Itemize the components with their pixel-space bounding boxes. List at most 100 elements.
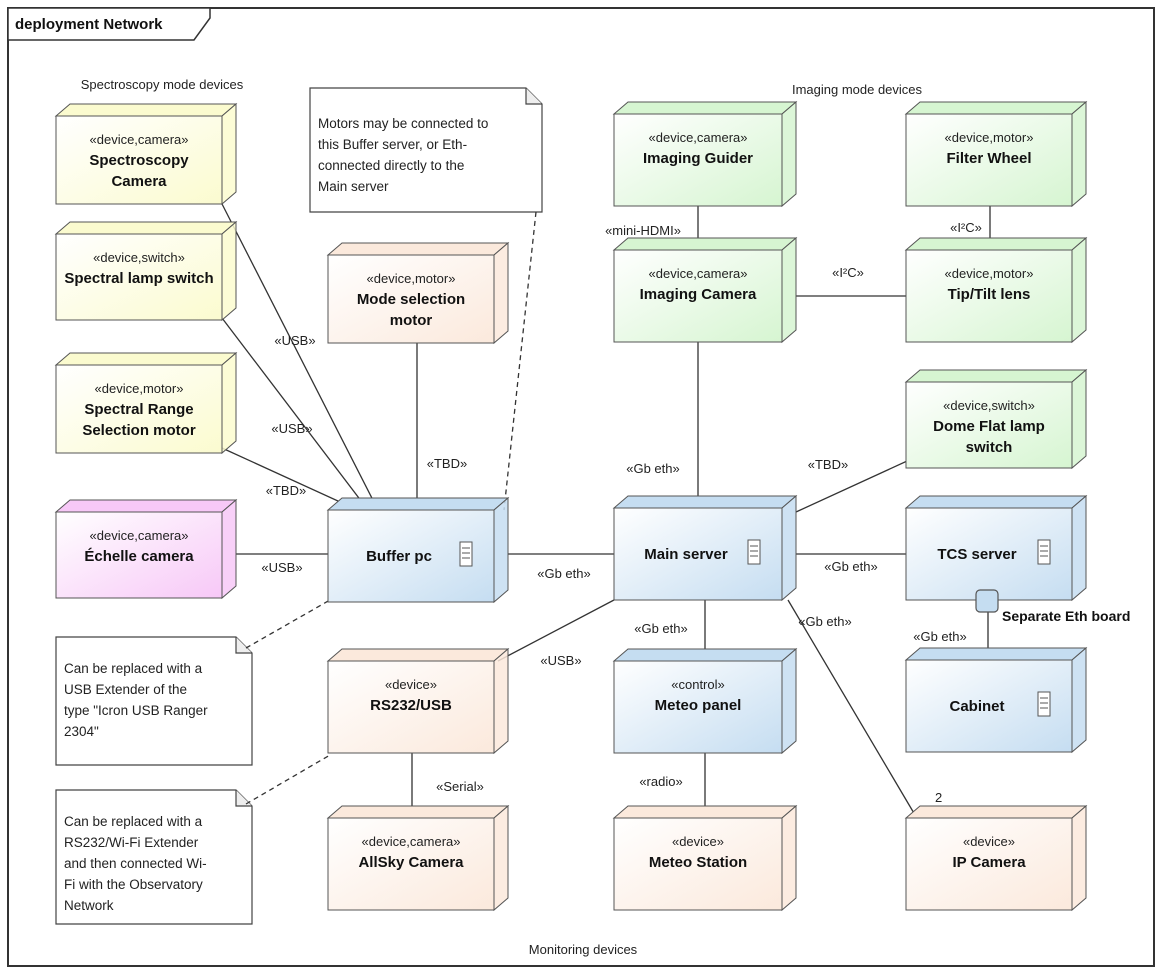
connector-label-eth-board-cabinet: «Gb eth» — [913, 629, 967, 644]
node-meteo-station[interactable]: «device» Meteo Station — [612, 804, 798, 912]
eth-board-port[interactable] — [975, 589, 999, 613]
node-name: Meteo Station — [649, 854, 747, 871]
node-side-face — [781, 804, 797, 912]
note-body — [55, 789, 253, 925]
node-side-face — [781, 100, 797, 208]
connector-label-main-ip-camera: «Gb eth» — [798, 614, 852, 629]
node-top-face — [54, 103, 238, 117]
diagram-title: deployment Network — [15, 16, 163, 33]
region-label-imaging: Imaging mode devices — [792, 82, 923, 97]
node-front-face — [905, 249, 1073, 343]
node-front-face — [327, 254, 495, 344]
node-name: Spectral lamp switch — [64, 270, 213, 287]
connector-label-main-meteo-panel: «Gb eth» — [634, 621, 688, 636]
node-stereotype: «device,motor» — [95, 381, 184, 396]
node-name: switch — [966, 439, 1013, 456]
node-imaging-camera[interactable]: «device,camera»Imaging Camera — [612, 236, 798, 344]
node-side-face — [1071, 236, 1087, 344]
node-stereotype: «device,motor» — [367, 271, 456, 286]
node-top-face — [904, 805, 1088, 819]
node-front-face — [55, 115, 223, 205]
node-side-face — [781, 494, 797, 602]
node-name: IP Camera — [952, 854, 1026, 871]
node-name: Spectral Range — [84, 401, 193, 418]
node-stereotype: «device,camera» — [362, 834, 461, 849]
node-top-face — [326, 648, 510, 662]
node-stereotype: «device» — [672, 834, 724, 849]
node-stereotype: «control» — [671, 677, 724, 692]
node-spectral-lamp-switch[interactable]: «device,switch»Spectral lamp switch — [54, 220, 238, 322]
note-anchor-wifi-extender-note — [245, 754, 331, 805]
node-name: Dome Flat lamp — [933, 418, 1045, 435]
note-line: USB Extender of the — [64, 682, 187, 697]
node-meteo-panel[interactable]: «control»Meteo panel — [612, 647, 798, 755]
node-buffer-pc[interactable]: Buffer pc — [326, 496, 510, 604]
node-stereotype: «device,camera» — [90, 132, 189, 147]
connector-dome-main[interactable] — [795, 455, 919, 513]
node-top-face — [612, 805, 798, 819]
node-allsky-camera[interactable]: «device,camera»AllSky Camera — [326, 804, 510, 912]
node-name: Selection motor — [82, 422, 196, 439]
node-side-face — [781, 647, 797, 755]
server-icon — [747, 539, 761, 565]
node-name: Main server — [644, 546, 728, 563]
node-ip-camera[interactable]: «device»IP Camera — [904, 804, 1088, 912]
node-name: Mode selection — [357, 291, 465, 308]
node-side-face — [221, 498, 237, 600]
connector-main-rs232[interactable] — [497, 599, 615, 662]
node-top-face — [904, 495, 1088, 509]
node-top-face — [326, 497, 510, 511]
connector-label-panel-station: «radio» — [639, 774, 682, 789]
node-side-face — [493, 241, 509, 345]
node-tip-tilt-lens[interactable]: «device,motor» Tip/Tilt lens — [904, 236, 1088, 344]
note-body — [55, 636, 253, 766]
node-side-face — [1071, 804, 1087, 912]
note-body — [309, 87, 543, 213]
node-cabinet[interactable]: Cabinet — [904, 646, 1088, 754]
node-stereotype: «device,camera» — [649, 266, 748, 281]
connector-spectroscopy-camera-buffer[interactable] — [219, 199, 379, 511]
node-stereotype: «device,motor» — [945, 266, 1034, 281]
node-front-face — [905, 113, 1073, 207]
node-side-face — [1071, 646, 1087, 754]
note-fold — [235, 790, 252, 807]
frame-title-tab — [7, 7, 211, 41]
connector-label-filter-tip-tilt: «I²C» — [950, 220, 982, 235]
node-front-face — [613, 249, 783, 343]
node-imaging-guider[interactable]: «device,camera»Imaging Guider — [612, 100, 798, 208]
node-top-face — [326, 805, 510, 819]
connector-label-guider-imaging-camera: «mini-HDMI» — [605, 223, 681, 238]
node-name: Cabinet — [949, 698, 1004, 715]
node-echelle-camera[interactable]: «device,camera»Échelle camera — [54, 498, 238, 600]
node-rs232-usb[interactable]: «device» RS232/USB — [326, 647, 510, 755]
node-front-face — [613, 817, 783, 911]
connector-main-ip-camera[interactable] — [787, 599, 919, 821]
node-side-face — [1071, 368, 1087, 470]
note-line: type "Icron USB Ranger — [64, 703, 208, 718]
node-stereotype: «device,camera» — [649, 130, 748, 145]
node-side-face — [781, 236, 797, 344]
node-stereotype: «device» — [385, 677, 437, 692]
node-stereotype: «device,motor» — [945, 130, 1034, 145]
node-name: RS232/USB — [370, 697, 452, 714]
node-side-face — [221, 351, 237, 455]
node-top-face — [54, 221, 238, 235]
node-front-face — [55, 233, 223, 321]
node-stereotype: «device,camera» — [90, 528, 189, 543]
connector-label-main-rs232: «USB» — [540, 653, 581, 668]
node-filter-wheel[interactable]: «device,motor»Filter Wheel — [904, 100, 1088, 208]
note-line: Motors may be connected to — [318, 116, 488, 131]
node-front-face — [55, 511, 223, 599]
node-name: Tip/Tilt lens — [948, 286, 1031, 303]
node-tcs-server[interactable]: TCS server — [904, 494, 1088, 602]
connector-lamp-switch-buffer[interactable] — [221, 317, 369, 511]
connector-label-mode-motor-buffer: «TBD» — [427, 456, 467, 471]
node-main-server[interactable]: Main server — [612, 494, 798, 602]
